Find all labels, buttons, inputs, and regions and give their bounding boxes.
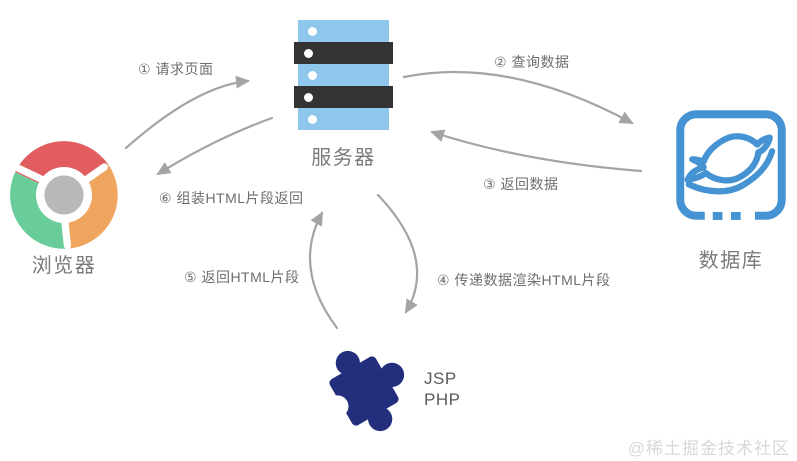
server-led-dot xyxy=(304,92,313,102)
mysql-database-icon xyxy=(676,110,786,222)
arrow-step-5-renderer-to-server xyxy=(308,211,339,330)
server-rack-row xyxy=(294,86,393,108)
server-led-dot xyxy=(308,114,317,124)
arrow-step-6-server-to-browser xyxy=(156,116,274,176)
server-rack-row xyxy=(294,42,393,64)
server-led-dot xyxy=(304,48,313,58)
server-rack-row xyxy=(298,20,389,42)
arrow-step-4-server-to-renderer xyxy=(376,193,419,314)
renderer-label: JSP PHP xyxy=(424,368,460,410)
renderer-label-jsp: JSP xyxy=(424,369,457,388)
arrow-step-1-browser-to-server xyxy=(124,75,250,150)
server-rack-row xyxy=(298,108,389,130)
arrow-label-step-6: ⑥ 组装HTML片段返回 xyxy=(159,190,304,206)
arrow-step-3-database-to-server xyxy=(430,129,643,173)
server-label: 服务器 xyxy=(311,147,376,169)
arrow-step-2-server-to-database xyxy=(402,70,634,125)
browser-label: 浏览器 xyxy=(31,255,97,277)
puzzle-piece-icon xyxy=(326,350,405,432)
arrow-label-step-1: ① 请求页面 xyxy=(138,61,214,77)
renderer-label-php: PHP xyxy=(424,390,461,409)
chrome-browser-icon xyxy=(10,141,118,250)
server-led-dot xyxy=(308,70,317,80)
watermark: @稀土掘金技术社区 xyxy=(627,439,790,458)
server-led-dot xyxy=(308,26,317,36)
arrow-label-step-4: ④ 传递数据渲染HTML片段 xyxy=(437,272,611,288)
server-stack-icon xyxy=(294,20,393,130)
arrow-label-step-2: ② 查询数据 xyxy=(494,54,570,70)
server-rack-row xyxy=(298,64,389,86)
arrow-label-step-3: ③ 返回数据 xyxy=(483,176,559,192)
database-label: 数据库 xyxy=(698,250,764,272)
arrow-label-step-5: ⑤ 返回HTML片段 xyxy=(184,269,300,285)
